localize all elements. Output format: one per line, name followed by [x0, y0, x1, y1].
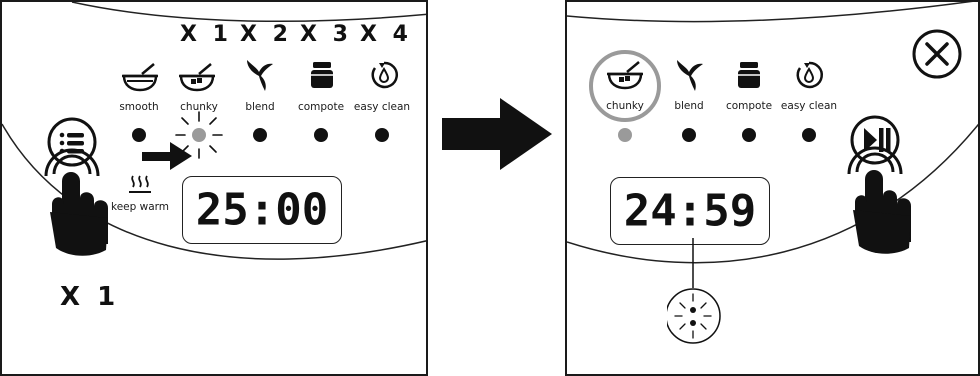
timer-value: 25:00 [195, 184, 329, 236]
indicator-compote [742, 128, 756, 142]
pointer-arrow-icon [142, 142, 192, 170]
indicator-easy-clean [802, 128, 816, 142]
program-label-compote: compote [725, 100, 773, 112]
pointing-hand-icon [50, 172, 108, 256]
indicator-blend [253, 128, 267, 142]
program-label-compote: compote [297, 101, 345, 113]
easy-clean-icon [371, 61, 399, 89]
easy-clean-icon [796, 61, 824, 89]
blink-rays-icon [175, 111, 223, 159]
count-x2: X 2 [240, 22, 292, 47]
control-panel-before: X 1 X 2 X 3 X 4 smooth [0, 0, 428, 376]
right-arrow-icon [442, 98, 552, 170]
steam-icon [129, 175, 151, 193]
program-label-chunky: chunky [606, 100, 644, 112]
soup-bowl-icon [122, 63, 158, 92]
blade-icon [677, 60, 703, 91]
blinking-colon-icon [667, 238, 721, 344]
program-label-smooth: smooth [119, 101, 159, 113]
press-count: X 1 [60, 282, 120, 312]
indicator-easy-clean [375, 128, 389, 142]
indicator-blend [682, 128, 696, 142]
menu-button-icon [44, 117, 108, 256]
timer-display: 24:59 [610, 177, 770, 245]
panel-edge-curve [567, 2, 978, 264]
count-x1: X 1 [180, 22, 232, 47]
program-label-chunky: chunky [180, 101, 218, 113]
chunky-bowl-icon [607, 61, 643, 90]
indicator-chunky [618, 128, 632, 142]
chunky-bowl-icon [179, 63, 215, 92]
timer-value: 24:59 [623, 185, 757, 237]
panel-edge-curve [2, 2, 426, 260]
program-label-blend: blend [245, 101, 275, 113]
timer-display: 25:00 [182, 176, 342, 244]
play-pause-button-icon [847, 115, 911, 254]
close-icon [912, 29, 962, 79]
keep-warm-label: keep warm [110, 201, 170, 213]
program-label-easy-clean: easy clean [353, 101, 411, 113]
jar-icon [311, 62, 333, 88]
blade-icon [247, 60, 273, 91]
control-panel-after: chunky blend compote easy clean 24:59 [565, 0, 980, 376]
jar-icon [738, 62, 760, 88]
count-x4: X 4 [360, 22, 412, 47]
count-x3: X 3 [300, 22, 352, 47]
indicator-compote [314, 128, 328, 142]
selected-ring [589, 50, 661, 122]
program-label-blend: blend [674, 100, 704, 112]
indicator-chunky-blinking [192, 128, 206, 142]
program-label-easy-clean: easy clean [780, 100, 838, 112]
indicator-smooth [132, 128, 146, 142]
pointing-hand-icon [853, 170, 911, 254]
